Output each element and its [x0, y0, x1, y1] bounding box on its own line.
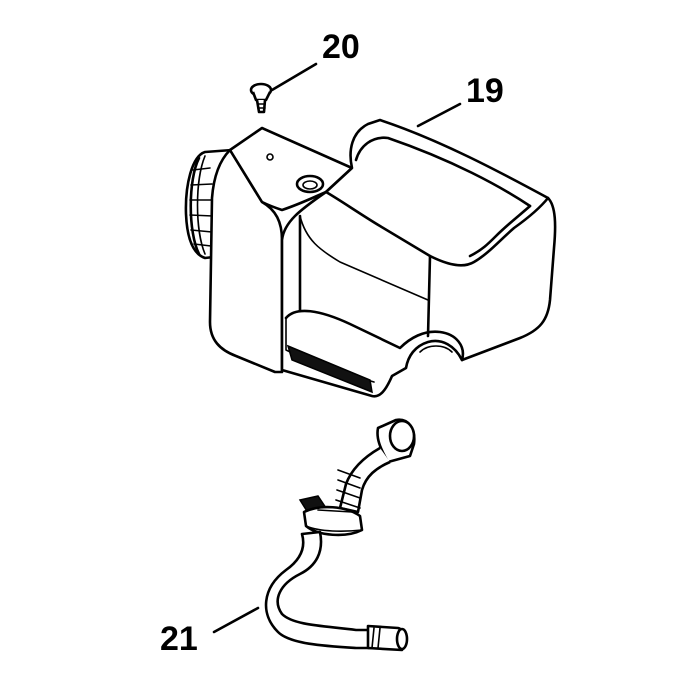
screw-part [249, 82, 273, 114]
leader-line-21 [212, 606, 260, 634]
callout-20: 20 [322, 28, 360, 66]
leader-line-20 [270, 62, 318, 92]
tank-part [184, 118, 557, 398]
hose-part [264, 418, 416, 652]
callout-19: 19 [466, 72, 504, 110]
leader-line-19 [416, 102, 462, 128]
callout-21: 21 [160, 620, 198, 658]
